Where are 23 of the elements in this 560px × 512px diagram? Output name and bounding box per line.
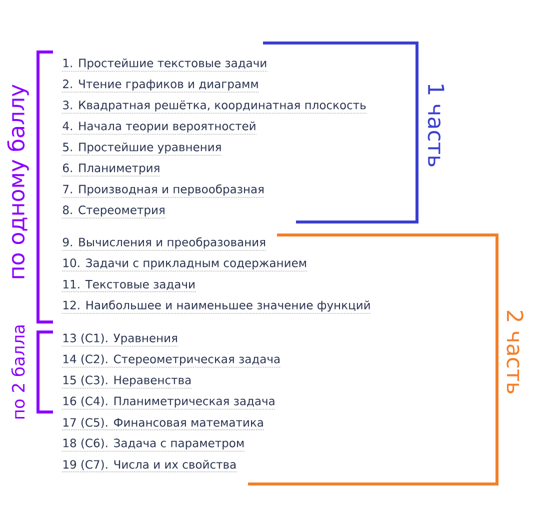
- list-item: 10. Задачи с прикладным содержанием: [62, 258, 308, 272]
- list-item: 6. Планиметрия: [62, 164, 161, 177]
- bracket-label: по одному баллу: [7, 84, 29, 278]
- list-item: 3. Квадратная решётка, координатная плоскость: [62, 100, 367, 114]
- list-item: 12. Наибольшее и наименьшее значение функций: [62, 300, 372, 314]
- bracket-label: 1 часть: [428, 84, 444, 166]
- list-item: 7. Производная и первообразная: [62, 184, 266, 198]
- list-item: 13 (С1). Уравнения: [62, 333, 179, 347]
- list-item: 14 (С2). Стереометрическая задача: [62, 354, 282, 368]
- bracket-label: 2 часть: [506, 310, 524, 394]
- list-item: 8. Стереометрия: [62, 206, 166, 219]
- list-item: 18 (С6). Задача с параметром: [62, 438, 246, 452]
- list-item: 2. Чтение графиков и диаграмм: [62, 80, 260, 93]
- bracket-label: по 2 балла: [11, 325, 25, 419]
- list-item: 17 (С5). Финансовая математика: [62, 418, 265, 430]
- list-item: 15 (С3). Неравенства: [62, 375, 192, 389]
- list-item: 16 (С4). Планиметрическая задача: [62, 396, 276, 410]
- list-item: 1. Простейшие текстовые задачи: [62, 58, 268, 72]
- list-item: 9. Вычисления и преобразования: [62, 237, 267, 251]
- list-item: 19 (С7). Числа и их свойства: [62, 460, 238, 472]
- list-item: 4. Начала теории вероятностей: [62, 121, 257, 135]
- list-item: 5. Простейшие уравнения: [62, 142, 222, 156]
- list-item: 11. Текстовые задачи: [62, 280, 196, 292]
